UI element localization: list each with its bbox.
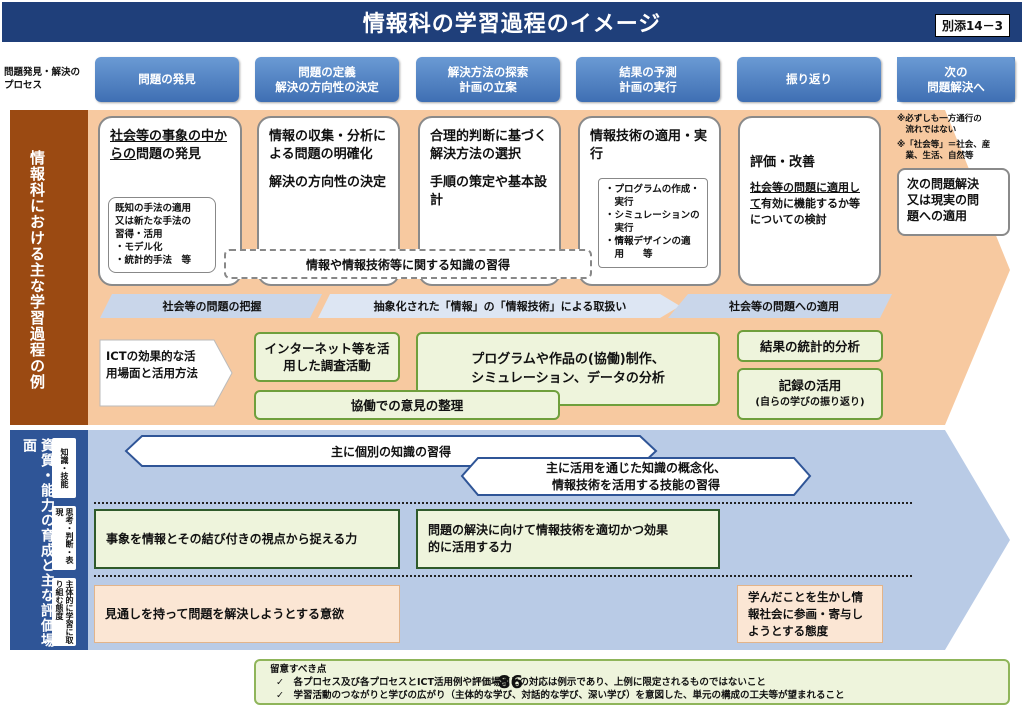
card-3-text-a: 合理的判断に基づく解決方法の選択 <box>430 129 548 162</box>
note-item-1: ✓ 各プロセス及び各プロセスとICT活用例や評価場面との対応は例示であり、上例に… <box>276 677 766 688</box>
attitude-box-2: 学んだことを生かし情 報社会に参画・寄与し ようとする態度 <box>737 585 883 643</box>
attitude-box-1: 見通しを持って問題を解決しようとする意欲 <box>94 585 400 643</box>
card-5-text-a: 評価・改善 <box>750 155 816 170</box>
green-record-usage-title: 記録の活用 <box>778 378 842 393</box>
note-item-2: ✓ 学習活動のつながりと学びの広がり（主体的な学び、対話的な学び、深い学び）を意… <box>276 690 845 701</box>
process-row-label: 問題発見・解決の プロセス <box>4 67 81 91</box>
card-2-text-a: 情報の収集・分析による問題の明確化 <box>269 129 387 162</box>
card-5-text-b: 有効に機能するか等についての検討 <box>750 197 860 226</box>
card-2-text-b: 解決の方向性の決定 <box>269 175 387 190</box>
separator-1 <box>94 502 912 504</box>
green-statistical-analysis: 結果の統計的分析 <box>737 330 883 362</box>
process-solution-search: 解決方法の探索 計画の立案 <box>416 57 560 102</box>
green-record-usage: 記録の活用 (自らの学びの振り返り) <box>737 368 883 420</box>
knowledge-banner: 情報や情報技術等に関する知識の習得 <box>224 249 592 279</box>
card-1-text-a: 社会等の事象の中からの <box>110 129 228 162</box>
green-collaborative-organizing: 協働での意見の整理 <box>254 390 560 420</box>
ict-box-label: ICTの効果的な活 用場面と活用方法 <box>106 349 198 380</box>
sublabel-attitude: 主体的に学習に取り組む態度 <box>52 578 76 646</box>
band-3-shape <box>668 294 892 318</box>
card-4-inner: ・プログラムの作成・ 実行 ・シミュレーションの 実行 ・情報デザインの適 用 … <box>598 178 708 268</box>
band-abstraction: 抽象化された「情報」の「情報技術」による取扱い <box>373 300 627 313</box>
process-problem-discovery: 問題の発見 <box>95 57 239 102</box>
process-next: 次の 問題解決へ <box>897 57 1015 102</box>
main-side-bar <box>10 110 88 425</box>
page-number: 86 <box>498 672 524 693</box>
band-2-shape <box>318 294 680 318</box>
green-internet-research: インターネット等を活 用した調査活動 <box>254 332 400 382</box>
eval-side-label: 資質・能力の育成と主な評価場面 <box>21 438 55 648</box>
notes-heading: 留意すべき点 <box>270 664 327 675</box>
knowledge-arrow-2-shape <box>460 457 812 496</box>
card-5-text-b-underlined: 社会等の問題に適用して <box>750 181 860 210</box>
card-3-text-b: 手順の策定や基本設計 <box>430 175 548 208</box>
knowledge-arrow-2: 主に活用を通じた知識の概念化、 情報技術を活用する技能の習得 <box>545 461 726 492</box>
process-execution: 結果の予測 計画の実行 <box>576 57 720 102</box>
note-society: ※「社会等」＝社会、産 業、生活、自然等 <box>897 140 991 161</box>
knowledge-arrow-1: 主に個別の知識の習得 <box>330 445 451 459</box>
notes-box: 留意すべき点 ✓ 各プロセス及び各プロセスとICT活用例や評価場面との対応は例示… <box>254 659 1010 705</box>
thinking-box-1: 事象を情報とその結び付きの視点から捉える力 <box>94 509 400 569</box>
band-problem-grasp: 社会等の問題の把握 <box>162 300 262 313</box>
band-application: 社会等の問題への適用 <box>729 300 839 313</box>
note-one-way: ※必ずしも一方通行の 流れではない <box>897 114 982 135</box>
card-4-text-a: 情報技術の適用・実行 <box>590 129 708 162</box>
sublabel-thinking: 思考・判断・表現 <box>52 506 76 570</box>
card-1-text-b: 問題の発見 <box>136 147 202 162</box>
green-record-usage-sub: (自らの学びの振り返り) <box>755 397 865 408</box>
next-problem-box: 次の問題解決 又は現実の問 題への適用 <box>897 168 1010 236</box>
sublabel-knowledge: 知識・技能 <box>52 438 76 498</box>
card-reflection: 評価・改善 社会等の問題に適用して有効に機能するか等についての検討 <box>738 116 881 286</box>
annex-label: 別添14－3 <box>934 14 1010 37</box>
title-bar: 情報科の学習過程のイメージ <box>2 2 1022 42</box>
thinking-box-2: 問題の解決に向けて情報技術を適切かつ効果 的に活用する力 <box>416 509 720 569</box>
process-reflection: 振り返り <box>737 57 881 102</box>
card-1-inner: 既知の手法の適用 又は新たな手法の 習得・活用 ・モデル化 ・統計的手法 等 <box>108 197 216 273</box>
band-1-shape <box>100 294 322 318</box>
process-problem-definition: 問題の定義 解決の方向性の決定 <box>255 57 399 102</box>
ict-box-shape <box>99 339 233 407</box>
separator-2 <box>94 575 912 577</box>
main-side-label: 情報科における主な学習過程の例 <box>28 150 46 390</box>
page-title: 情報科の学習過程のイメージ <box>362 12 662 37</box>
